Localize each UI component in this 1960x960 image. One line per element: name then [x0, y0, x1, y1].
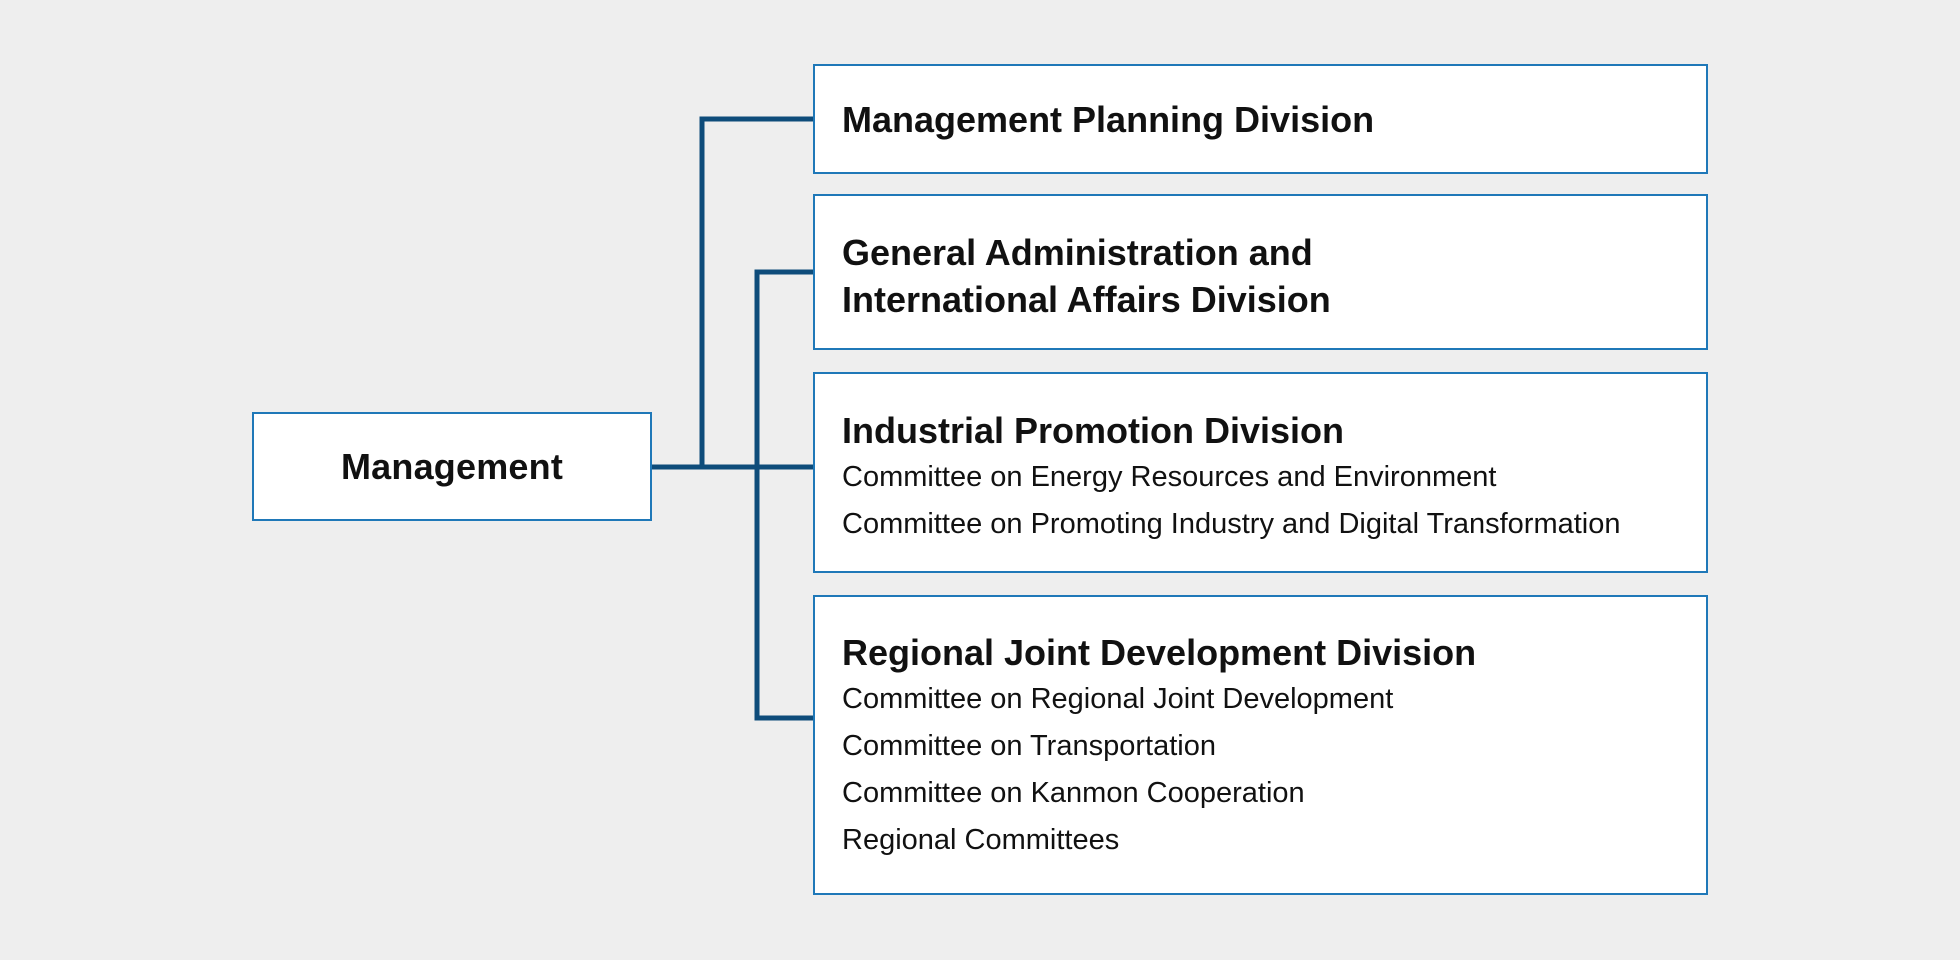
- committee-item: Committee on Promoting Industry and Digi…: [842, 508, 1621, 540]
- division-title: Management Planning Division: [842, 96, 1706, 143]
- division-title-line: Industrial Promotion Division: [842, 410, 1345, 451]
- management-planning-division-node: Management Planning Division: [813, 64, 1708, 174]
- committee-item: Committee on Kanmon Cooperation: [842, 777, 1305, 809]
- management-label: Management: [340, 445, 564, 487]
- industrial-promotion-division-node: Industrial Promotion Division Committee …: [813, 372, 1708, 573]
- division-title-line: General Administration and: [842, 232, 1313, 273]
- general-administration-division-node: General Administration and International…: [813, 194, 1708, 350]
- division-title-line: International Affairs Division: [842, 279, 1331, 320]
- committee-item: Committee on Transportation: [842, 730, 1216, 762]
- committee-item: Committee on Energy Resources and Enviro…: [842, 461, 1497, 493]
- division-title: General Administration and International…: [842, 229, 1706, 323]
- committee-item: Regional Committees: [842, 824, 1120, 856]
- division-title: Regional Joint Development Division: [842, 629, 1706, 676]
- division-title: Industrial Promotion Division: [842, 407, 1706, 454]
- committee-item: Committee on Regional Joint Development: [842, 683, 1394, 715]
- management-node: Management: [252, 412, 652, 521]
- division-title-line: Management Planning Division: [842, 99, 1375, 140]
- division-title-line: Regional Joint Development Division: [842, 632, 1477, 673]
- regional-joint-development-division-node: Regional Joint Development Division Comm…: [813, 595, 1708, 895]
